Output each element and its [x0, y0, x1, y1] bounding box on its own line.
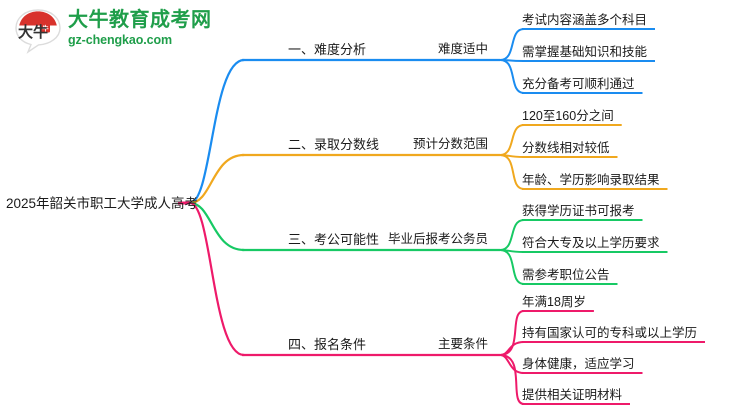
- branch-2-level1-label[interactable]: 二、录取分数线: [288, 137, 380, 152]
- leaf-connector-2-3: [499, 154, 525, 190]
- logo-site-name: 大牛教育成考网: [68, 9, 212, 31]
- branch-3-level2-label[interactable]: 毕业后报考公务员: [387, 232, 488, 246]
- branch-1-level1-label[interactable]: 一、难度分析: [288, 42, 367, 57]
- branch-3-leaf-1[interactable]: 获得学历证书可报考: [522, 204, 635, 218]
- leaf-connector-1-1: [499, 28, 525, 61]
- leaf-connector-1-3: [499, 59, 525, 94]
- svg-text:牛: 牛: [42, 23, 49, 32]
- branch-3-leaf-2[interactable]: 符合大专及以上学历要求: [522, 236, 660, 250]
- leaf-connector-3-3: [499, 249, 525, 285]
- leaf-connector-4-1: [499, 310, 525, 356]
- branch-2-leaf-3[interactable]: 年龄、学历影响录取结果: [522, 173, 660, 187]
- branch-4-leaf-4[interactable]: 提供相关证明材料: [522, 388, 623, 402]
- branch-2-leaf-2[interactable]: 分数线相对较低: [522, 141, 610, 155]
- logo-site-url: gz-chengkao.com: [68, 33, 173, 47]
- branch-trunk-4: [188, 201, 246, 357]
- logo-mark-label: 大牛: [18, 23, 48, 41]
- branch-trunk-2: [188, 153, 246, 205]
- branch-2-level2-label[interactable]: 预计分数范围: [412, 137, 488, 151]
- branch-1-leaf-3[interactable]: 充分备考可顺利通过: [522, 77, 635, 91]
- branch-4-leaf-3[interactable]: 身体健康，适应学习: [522, 357, 635, 371]
- branch-4-leaf-2[interactable]: 持有国家认可的专科或以上学历: [522, 326, 698, 340]
- branch-4-leaf-1[interactable]: 年满18周岁: [522, 295, 586, 309]
- branch-4-level1-label[interactable]: 四、报名条件: [288, 337, 367, 352]
- branch-trunk-3: [188, 201, 246, 252]
- site-logo: 牛 大牛 大牛教育成考网 gz-chengkao.com: [14, 6, 211, 58]
- branch-4-level2-label[interactable]: 主要条件: [437, 337, 488, 351]
- branch-trunk-1: [188, 58, 246, 205]
- leaf-connector-4-3: [499, 354, 525, 374]
- branch-1-leaf-2[interactable]: 需掌握基础知识和技能: [522, 45, 648, 59]
- leaf-connector-4-4: [499, 354, 525, 405]
- branch-1-level2-label[interactable]: 难度适中: [437, 42, 488, 56]
- leaf-connector-2-1: [499, 124, 525, 156]
- branch-1-leaf-1[interactable]: 考试内容涵盖多个科目: [522, 13, 648, 27]
- logo-mark-icon: 牛 大牛: [15, 9, 61, 54]
- root-node[interactable]: 2025年韶关市职工大学成人高考: [6, 196, 199, 211]
- branch-3-level1-label[interactable]: 三、考公可能性: [288, 232, 380, 247]
- branch-3-leaf-3[interactable]: 需参考职位公告: [522, 268, 610, 282]
- leaf-connector-3-1: [499, 219, 525, 251]
- branch-2-leaf-1[interactable]: 120至160分之间: [522, 109, 614, 123]
